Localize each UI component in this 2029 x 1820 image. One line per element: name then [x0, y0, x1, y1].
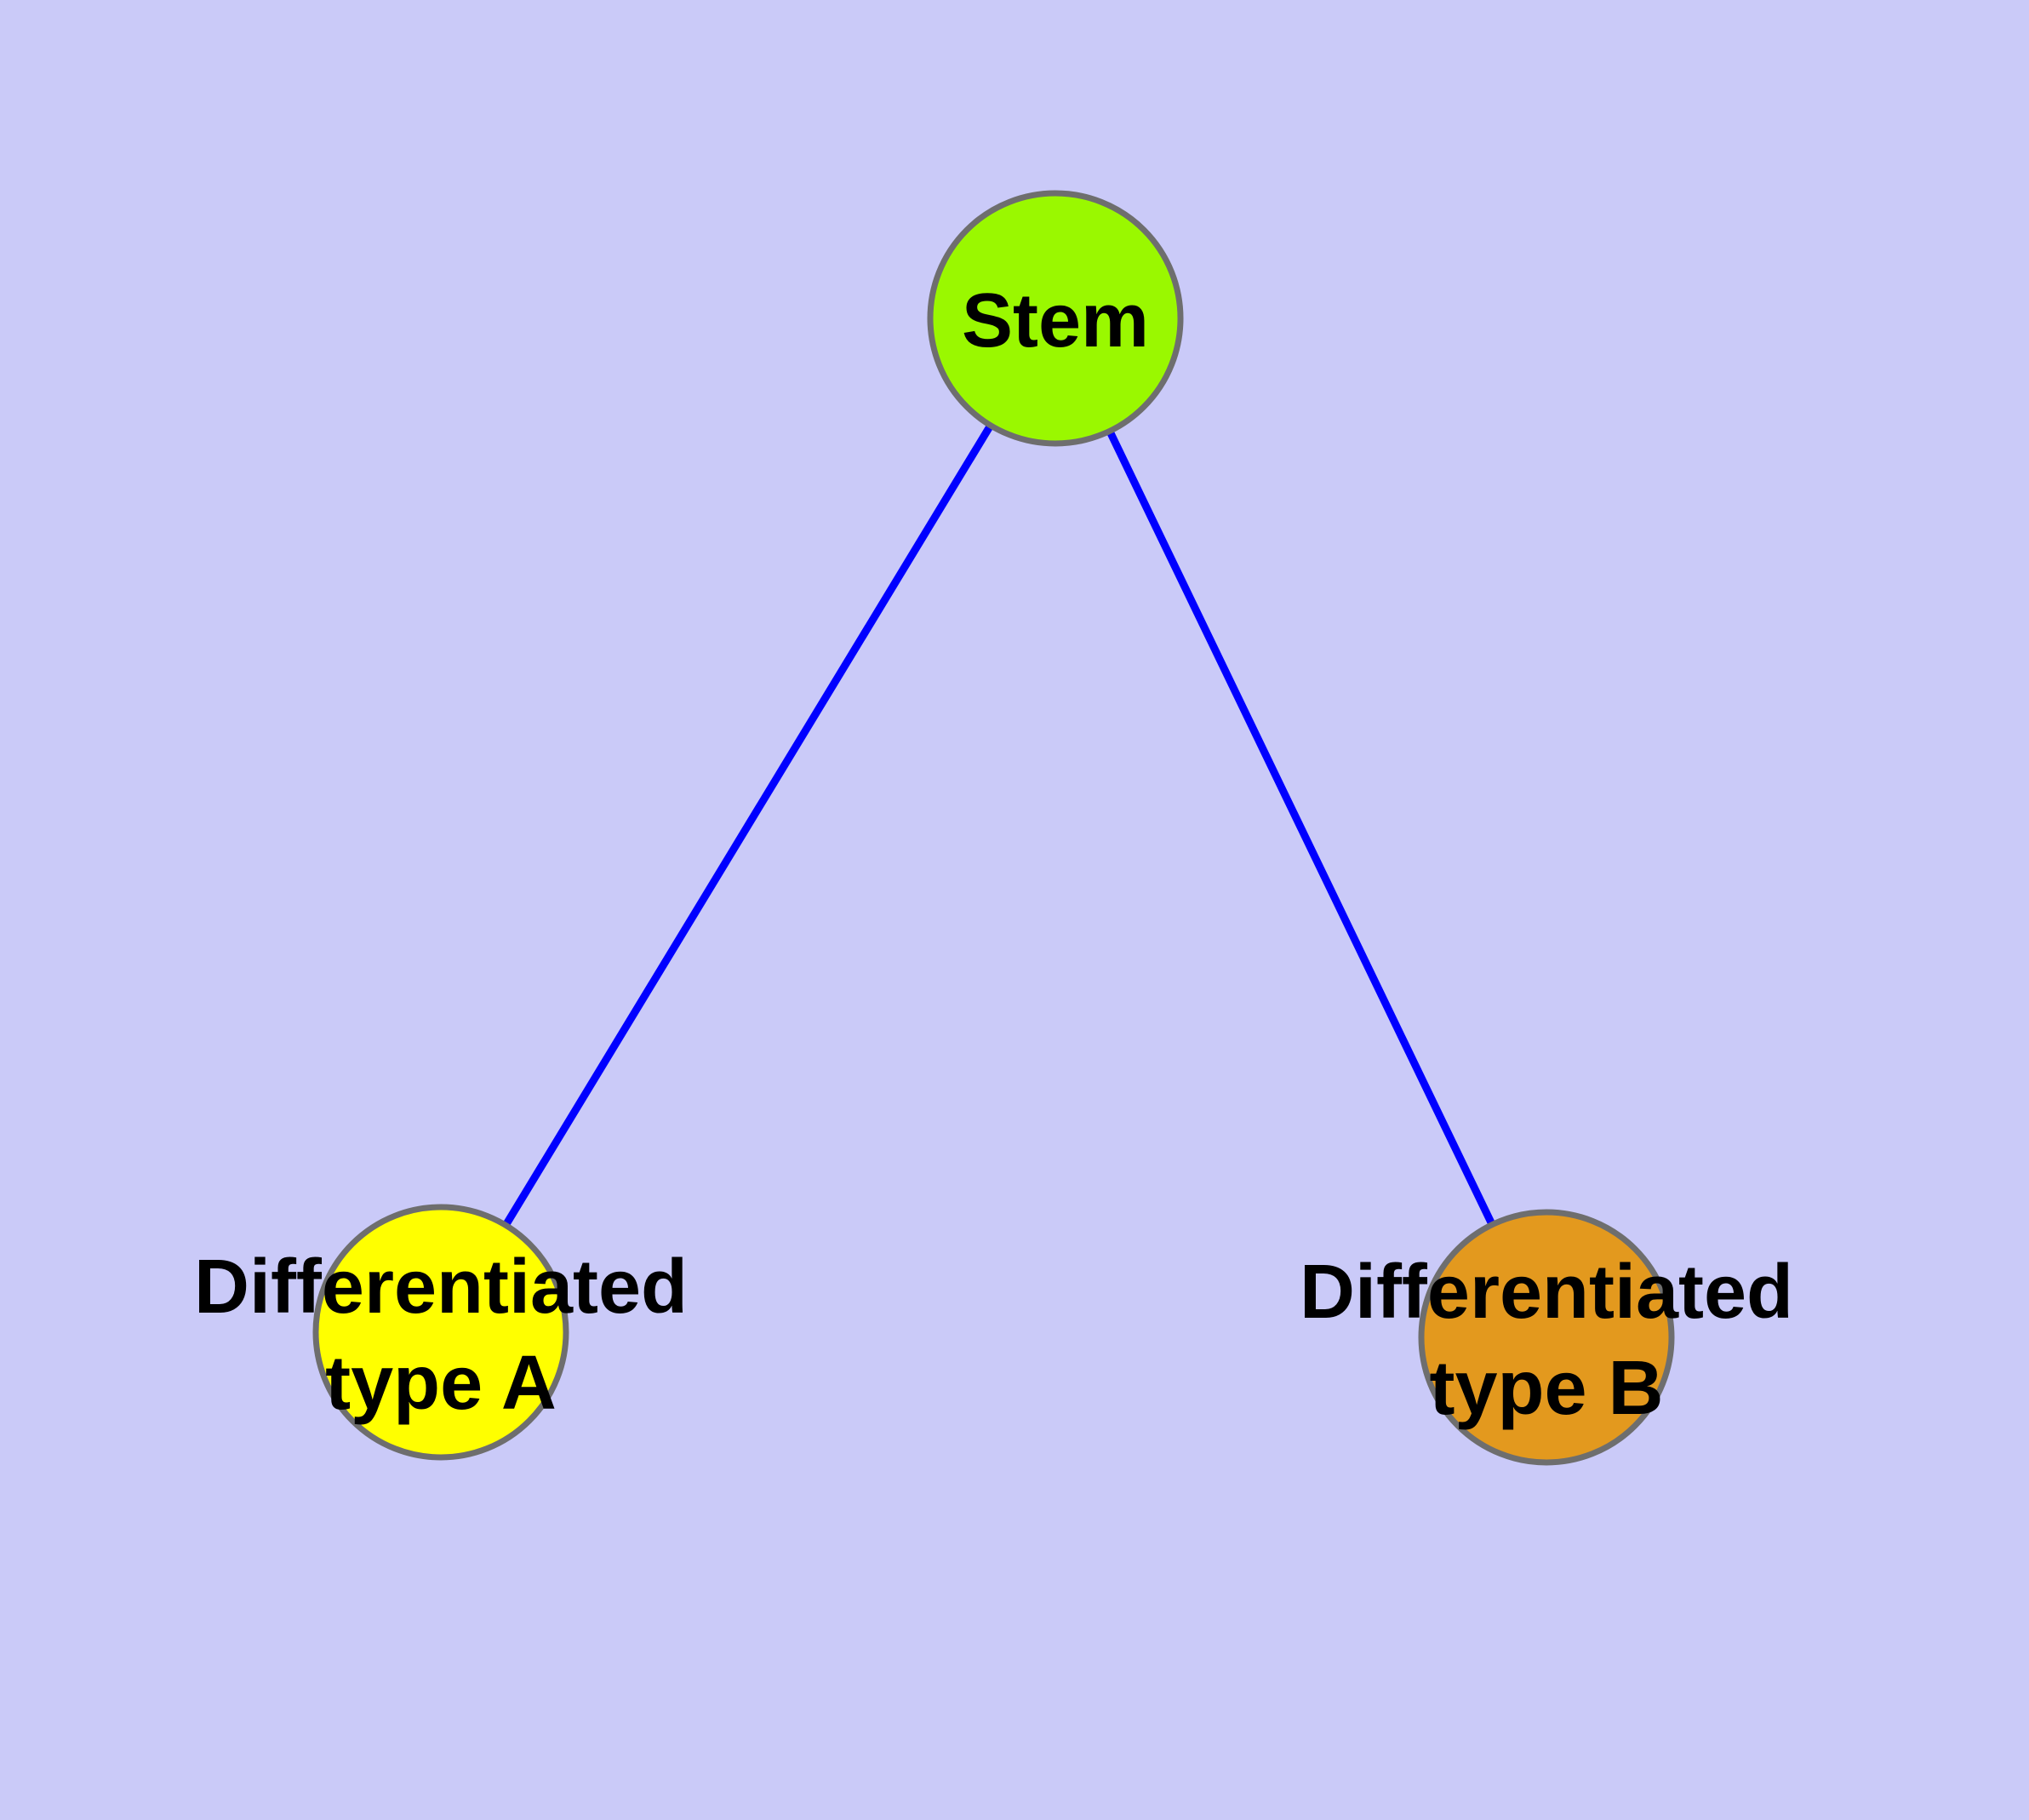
- node-stem: Stem: [927, 190, 1184, 447]
- node-stem-label: Stem: [962, 278, 1149, 363]
- node-differentiated-type-a: Differentiated type A: [194, 1204, 688, 1461]
- node-differentiated-type-a-label-line2: type A: [325, 1341, 557, 1426]
- node-differentiated-type-b-label-line2: type B: [1429, 1346, 1663, 1431]
- edge-stem-to-differentiated-type-a: [437, 316, 1059, 1335]
- node-differentiated-type-b-label-line1: Differentiated: [1300, 1250, 1793, 1335]
- node-differentiated-type-b: Differentiated type B: [1300, 1209, 1793, 1466]
- node-differentiated-type-b-circle: [1418, 1209, 1675, 1466]
- node-differentiated-type-a-circle: [312, 1204, 569, 1461]
- node-differentiated-type-a-label-line1: Differentiated: [194, 1245, 688, 1330]
- node-stem-circle: [927, 190, 1184, 447]
- edge-stem-to-differentiated-type-b: [1051, 317, 1551, 1339]
